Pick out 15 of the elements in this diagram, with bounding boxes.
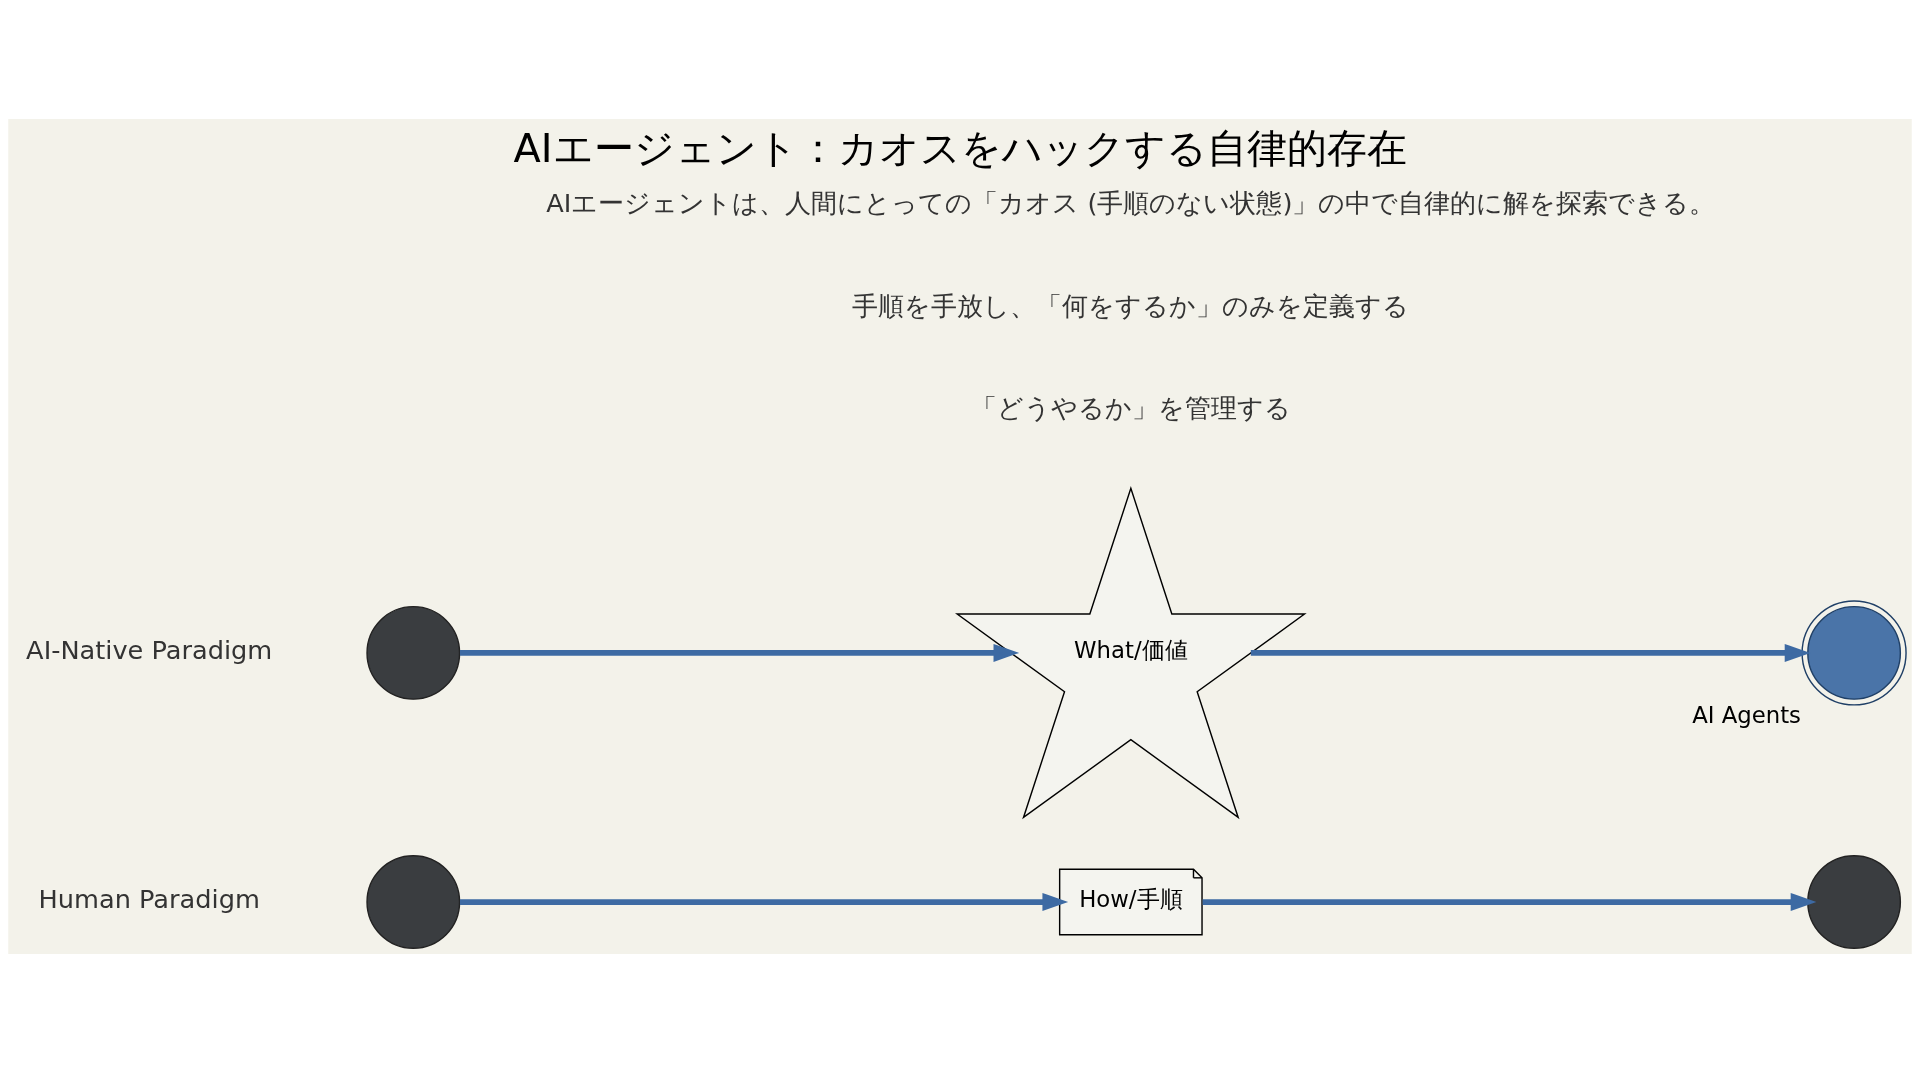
- node-network: [1801, 599, 1907, 706]
- arrow: [1250, 643, 1811, 662]
- node-person: [366, 854, 461, 949]
- node-person: [1807, 854, 1902, 949]
- label: 手順を手放し、「何をするか」のみを定義する: [852, 290, 1410, 321]
- arrow: [1202, 892, 1817, 911]
- arrow: [459, 643, 1020, 662]
- label: 「どうやるか」を管理する: [970, 392, 1291, 423]
- diagram-title: AIエージェント：カオスをハックする自律的存在: [513, 124, 1407, 171]
- node-person: [366, 605, 461, 700]
- label: AI-Native Paradigm: [26, 634, 273, 665]
- label: AIエージェントは、人間にとっての「カオス (手順のない状態)」の中で自律的に解を探索できる。: [546, 187, 1716, 218]
- label: Human Paradigm: [38, 883, 260, 914]
- node-label: AI Agents: [1692, 701, 1801, 728]
- arrow: [459, 892, 1069, 911]
